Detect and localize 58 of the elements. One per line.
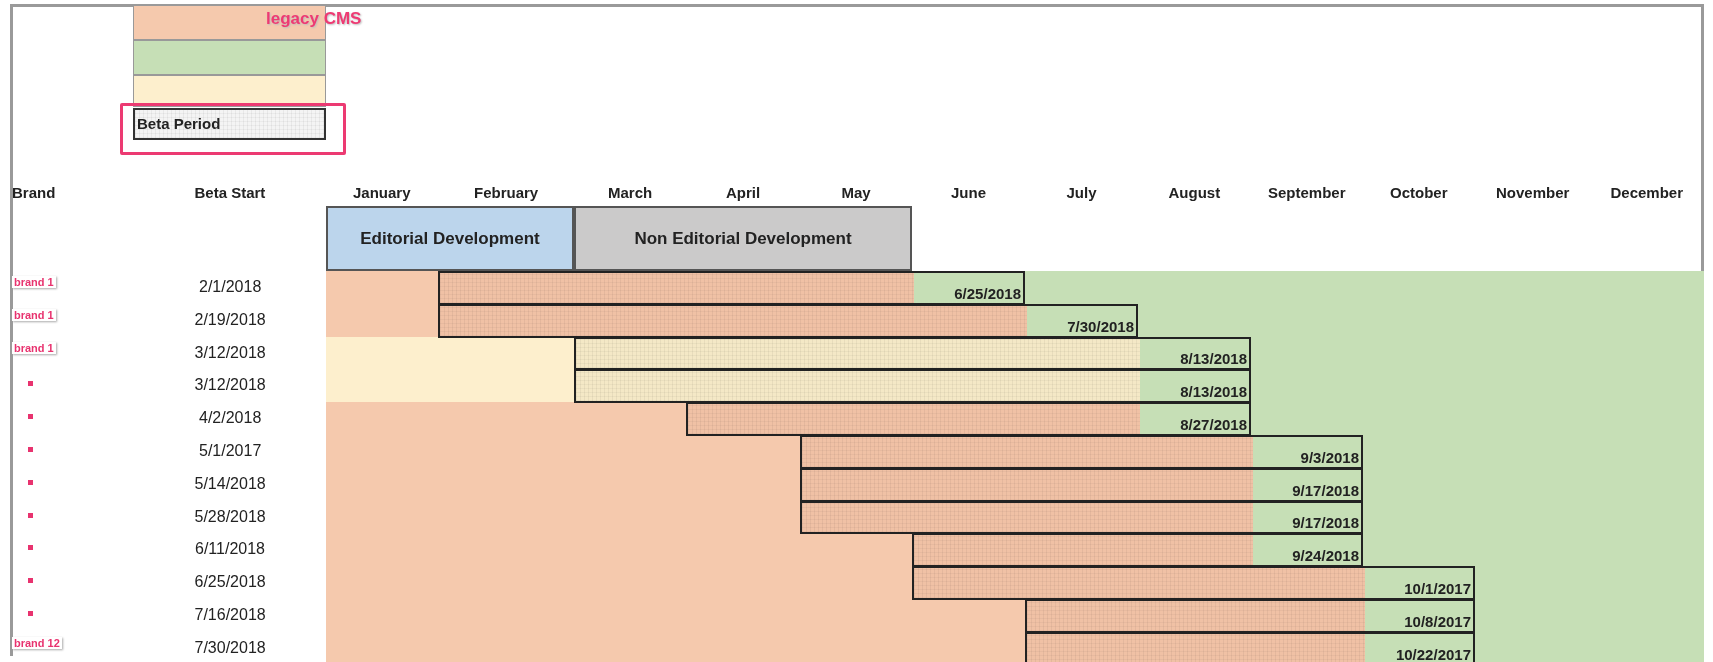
gantt-bar — [1025, 631, 1475, 662]
end-date: 6/25/2018 — [954, 284, 1021, 302]
end-date: 9/17/2018 — [1292, 514, 1359, 532]
end-date: 10/22/2017 — [1395, 645, 1471, 662]
gantt-bar — [800, 500, 1363, 535]
gantt-bar — [438, 303, 1138, 338]
phase-box: Editorial Development — [326, 206, 574, 271]
month-header: March — [608, 184, 653, 201]
date-cell: 7/30/2018 — [194, 638, 266, 657]
gantt-bar — [800, 435, 1363, 469]
month-header: July — [1066, 184, 1097, 201]
end-date: 8/13/2018 — [1180, 383, 1247, 401]
legend-label: legacy CMS — [266, 9, 362, 29]
date-cell: 3/12/2018 — [194, 343, 266, 362]
month-header: February — [474, 184, 539, 201]
gantt-bar — [912, 566, 1475, 600]
gantt-bar — [574, 336, 1251, 371]
date-cell: 5/28/2018 — [194, 507, 266, 526]
gantt-bar — [574, 369, 1251, 404]
brand-tag: brand 1 — [12, 276, 56, 288]
month-header: January — [353, 184, 411, 201]
brand-tag: brand 12 — [12, 636, 62, 649]
date-cell: 2/1/2018 — [199, 278, 262, 296]
brand-tag: brand 1 — [12, 308, 56, 321]
date-cell: 5/14/2018 — [194, 474, 266, 493]
end-date: 9/17/2018 — [1292, 481, 1359, 499]
end-date: 9/3/2018 — [1300, 448, 1359, 466]
end-date: 10/8/2017 — [1404, 612, 1471, 630]
column-header: Brand — [12, 184, 56, 201]
end-date: 10/1/2017 — [1404, 580, 1471, 597]
brand-tag: brand 1 — [12, 341, 56, 354]
gantt-bar — [800, 467, 1363, 502]
month-header: August — [1168, 184, 1221, 201]
date-cell: 6/25/2018 — [194, 573, 266, 592]
date-cell: 2/19/2018 — [194, 310, 266, 329]
date-cell: 6/11/2018 — [195, 540, 265, 559]
column-header: Beta Start — [194, 184, 266, 201]
date-cell: 3/12/2018 — [194, 376, 266, 395]
date-cell: 5/1/2017 — [199, 442, 262, 460]
month-header: September — [1268, 184, 1346, 201]
gantt-bar — [912, 533, 1363, 568]
month-header: November — [1496, 184, 1570, 201]
date-cell: 4/2/2018 — [199, 409, 262, 428]
month-header: October — [1390, 184, 1448, 201]
gantt-bar — [686, 402, 1251, 436]
month-header: June — [951, 184, 986, 201]
phase-box: Non Editorial Development — [574, 206, 912, 271]
gantt-bar — [1025, 599, 1475, 633]
month-header: April — [726, 184, 761, 201]
month-header: December — [1610, 184, 1684, 201]
end-date: 7/30/2018 — [1067, 317, 1134, 335]
date-cell: 7/16/2018 — [194, 606, 266, 624]
end-date: 8/13/2018 — [1180, 350, 1247, 368]
gantt-bar — [438, 271, 1025, 305]
month-header: May — [841, 184, 871, 201]
legend-label: Beta Period — [137, 115, 221, 132]
end-date: 9/24/2018 — [1292, 547, 1359, 565]
end-date: 8/27/2018 — [1180, 416, 1247, 433]
